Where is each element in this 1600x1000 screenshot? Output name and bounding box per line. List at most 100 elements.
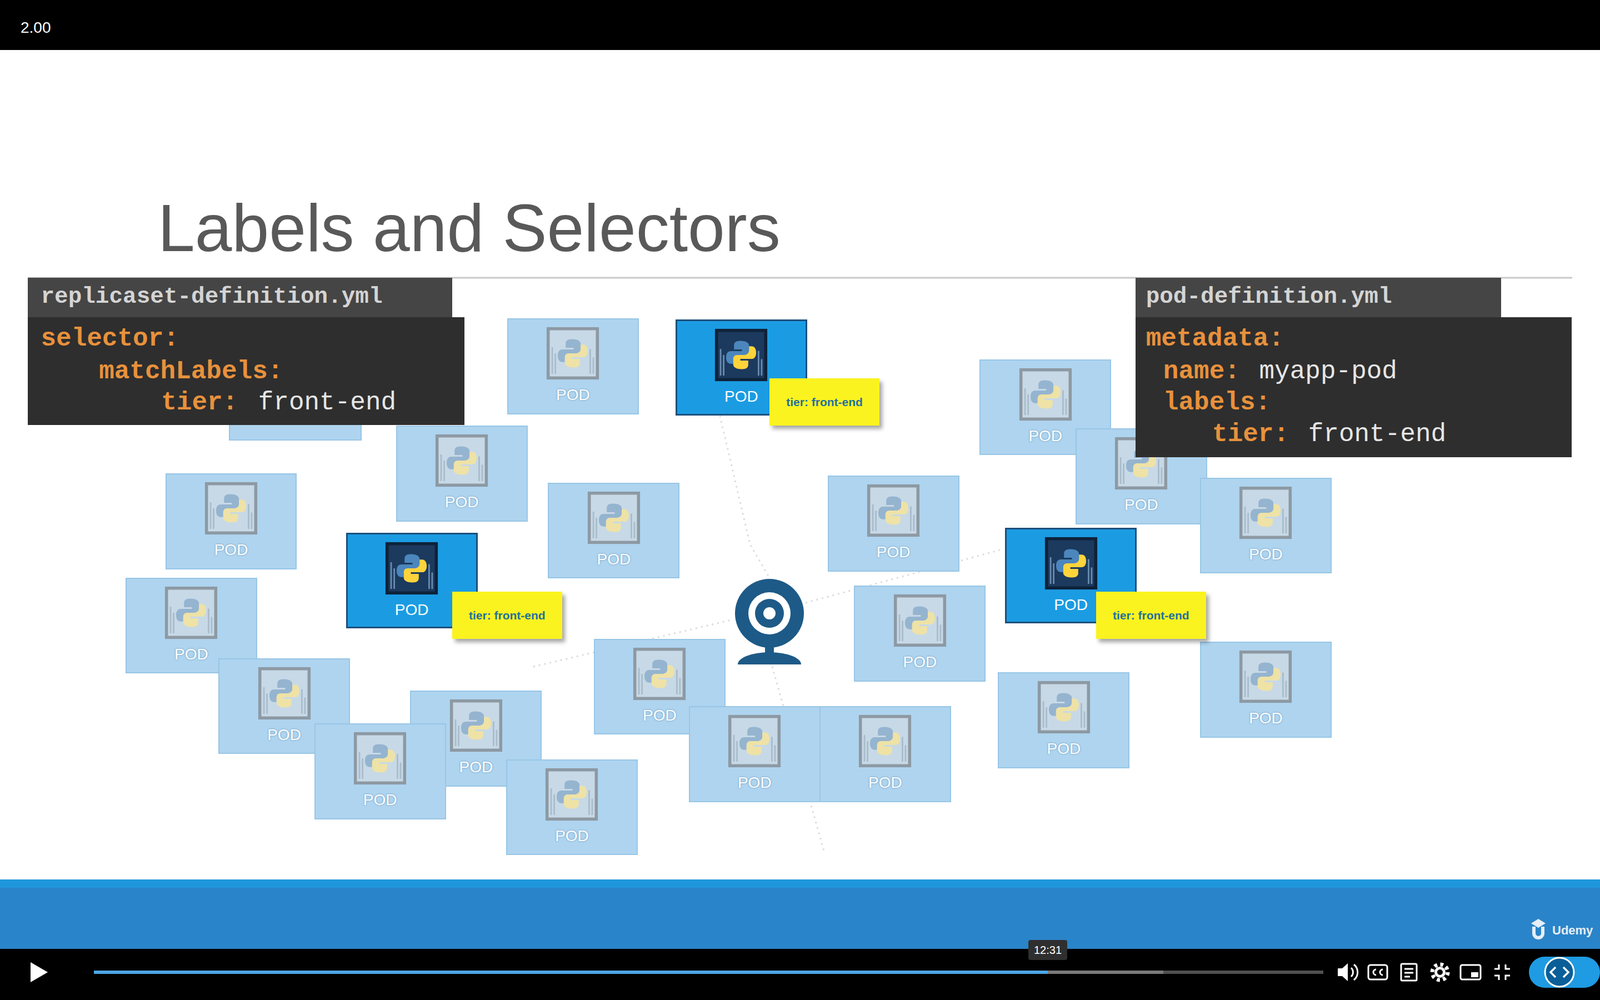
pod-label: POD bbox=[267, 725, 302, 745]
python-logo bbox=[355, 733, 405, 784]
python-logo bbox=[437, 436, 487, 486]
pod-label: POD bbox=[555, 826, 589, 846]
python-icon bbox=[1037, 680, 1091, 734]
fullscreen-exit-icon bbox=[1494, 964, 1510, 980]
webcam-base bbox=[737, 652, 802, 665]
python-logo bbox=[716, 330, 767, 380]
player-bar bbox=[0, 948, 1600, 1000]
captions-icon bbox=[1368, 965, 1388, 980]
pod: POD bbox=[827, 475, 960, 572]
python-logo bbox=[1046, 538, 1096, 588]
yaml-key: matchLabels: bbox=[98, 357, 283, 387]
python-icon bbox=[435, 433, 489, 488]
python-logo bbox=[895, 596, 945, 646]
webcam-icon bbox=[735, 578, 804, 665]
file-name: pod-definition.yml bbox=[1146, 283, 1393, 310]
pod-label: POD bbox=[556, 385, 590, 405]
pod: POD bbox=[1200, 641, 1332, 738]
play-button bbox=[30, 962, 48, 983]
python-logo bbox=[588, 492, 639, 543]
python-icon bbox=[893, 593, 947, 648]
watermark: Udemy bbox=[1552, 923, 1593, 938]
python-icon bbox=[385, 541, 439, 595]
label-text: tier: front-end bbox=[786, 395, 863, 410]
python-logo bbox=[451, 701, 502, 751]
pod: POD bbox=[688, 706, 821, 803]
pod-label: POD bbox=[868, 773, 903, 793]
pod-label: POD bbox=[902, 652, 937, 672]
settings-icon bbox=[1434, 966, 1446, 978]
python-icon bbox=[546, 326, 600, 380]
python-logo bbox=[387, 543, 437, 593]
yaml-panel: replicaset-definition.yml selector:matchL… bbox=[27, 277, 465, 426]
yaml-key: selector: bbox=[40, 324, 179, 354]
python-logo bbox=[206, 483, 257, 534]
python-logo bbox=[1116, 438, 1167, 489]
python-icon bbox=[714, 328, 768, 382]
pod: POD bbox=[507, 318, 639, 415]
yaml-key: tier: bbox=[161, 388, 238, 418]
progress-played bbox=[93, 970, 1048, 974]
python-icon bbox=[632, 647, 687, 701]
python-icon bbox=[866, 483, 920, 538]
label-text: tier: front-end bbox=[468, 608, 546, 623]
yaml-key: tier: bbox=[1212, 420, 1289, 449]
pod-label: POD bbox=[1028, 426, 1063, 446]
pod-label: POD bbox=[445, 492, 479, 512]
python-logo bbox=[1241, 652, 1291, 702]
pod-label: POD bbox=[1053, 595, 1088, 615]
label-tag: tier: front-end bbox=[452, 591, 563, 639]
slide-title: Labels and Selectors bbox=[157, 194, 781, 262]
python-logo bbox=[730, 716, 780, 767]
pod-label: POD bbox=[1248, 708, 1283, 728]
pod-label: POD bbox=[737, 773, 772, 793]
python-icon bbox=[727, 714, 782, 768]
code-button bbox=[1545, 957, 1574, 987]
pod-label: POD bbox=[363, 790, 398, 810]
python-icon bbox=[545, 767, 599, 822]
python-icon bbox=[858, 714, 912, 768]
notes-lines bbox=[1404, 968, 1414, 977]
pod-label: POD bbox=[1248, 545, 1283, 564]
pip-icon bbox=[1460, 965, 1481, 980]
yaml-value: front-end bbox=[258, 388, 397, 418]
yaml-key: metadata: bbox=[1146, 324, 1284, 354]
notes-icon bbox=[1401, 963, 1417, 981]
pod-label: POD bbox=[174, 645, 209, 664]
pod-label: POD bbox=[1124, 495, 1159, 515]
webcam-lens bbox=[755, 598, 784, 628]
file-name: replicaset-definition.yml bbox=[40, 283, 383, 310]
python-icon bbox=[1018, 367, 1073, 422]
pod-label: POD bbox=[642, 706, 677, 725]
watermark-logo bbox=[1531, 918, 1546, 940]
python-logo bbox=[548, 328, 598, 379]
pod-label: POD bbox=[724, 387, 759, 407]
pod: POD bbox=[165, 473, 298, 570]
settings-teeth bbox=[1432, 964, 1448, 980]
top-bar bbox=[0, 0, 1600, 50]
python-icon bbox=[1044, 536, 1098, 590]
python-logo bbox=[860, 716, 910, 767]
python-icon bbox=[353, 731, 407, 785]
python-icon bbox=[204, 481, 258, 535]
yaml-key: name: bbox=[1163, 357, 1240, 387]
pod: POD bbox=[547, 482, 680, 579]
python-logo bbox=[259, 668, 309, 718]
python-icon bbox=[449, 698, 503, 753]
pip-inset bbox=[1471, 972, 1479, 978]
pod-label: POD bbox=[596, 550, 631, 569]
python-icon bbox=[587, 491, 641, 545]
python-icon bbox=[257, 666, 312, 720]
time-tooltip: 12:31 bbox=[1028, 940, 1068, 960]
pod-label: POD bbox=[395, 600, 429, 620]
progress-buffered bbox=[1047, 970, 1164, 974]
yaml-panel: pod-definition.ymlmetadata:name:myapp-po… bbox=[1135, 277, 1572, 458]
captions-marks bbox=[1373, 969, 1383, 975]
pod: POD bbox=[314, 723, 447, 820]
python-icon bbox=[164, 586, 218, 640]
python-logo bbox=[1241, 487, 1291, 538]
yaml-key: labels: bbox=[1163, 388, 1271, 418]
label-tag: tier: front-end bbox=[769, 378, 880, 425]
python-logo bbox=[635, 648, 685, 699]
webcam-head bbox=[735, 578, 804, 648]
